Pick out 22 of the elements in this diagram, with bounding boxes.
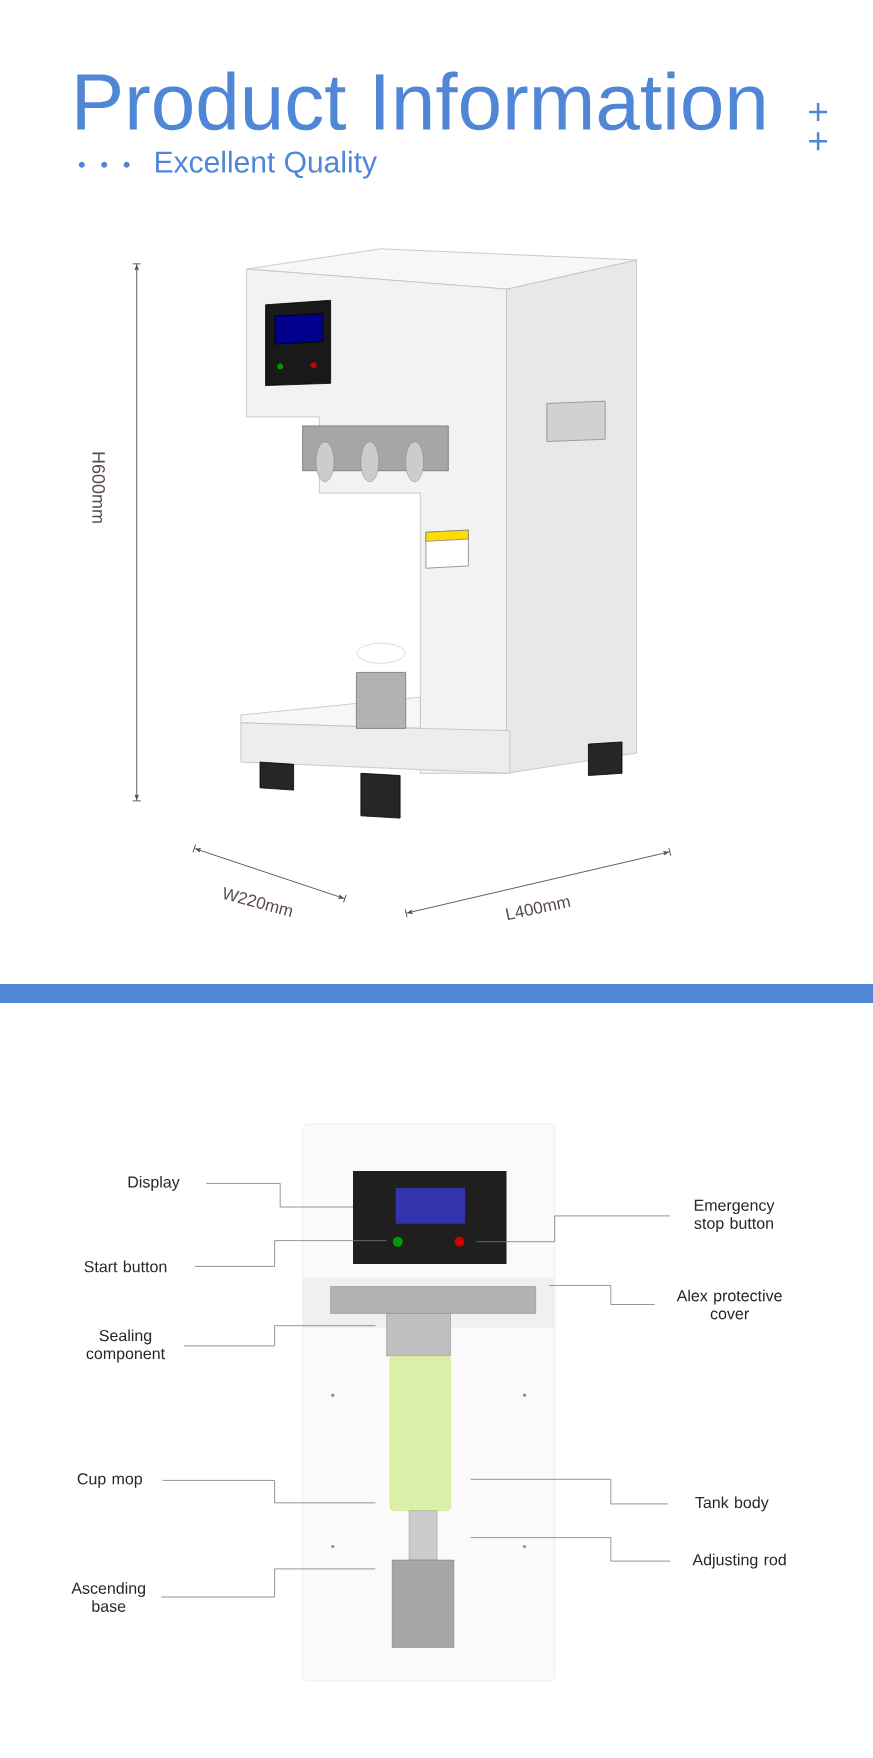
- part-label: Alex protective cover: [676, 1289, 782, 1320]
- leader-line: [205, 1183, 354, 1208]
- part-label: Cup mop: [77, 1473, 142, 1488]
- part-label: Display: [128, 1175, 180, 1191]
- dimension-label: L400mm: [505, 898, 571, 920]
- part-label: Emergency stop button: [694, 1199, 775, 1233]
- subtitle: Excellent Quality: [156, 150, 377, 179]
- leader-line: [470, 1478, 669, 1505]
- leader-line: [475, 1215, 671, 1243]
- leader-line: [160, 1568, 376, 1598]
- dimension-label: H600mm: [92, 452, 105, 523]
- leader-line: [548, 1285, 655, 1305]
- part-label: Ascending base: [71, 1582, 145, 1612]
- part-label: Adjusting rod: [692, 1553, 786, 1569]
- title: Product Information: [77, 71, 764, 131]
- part-label: Sealing component: [86, 1329, 165, 1363]
- leader-line: [183, 1325, 376, 1347]
- leader-line: [162, 1480, 376, 1504]
- leader-line: [470, 1537, 671, 1562]
- part-label: Start button: [84, 1260, 167, 1273]
- part-label: Tank body: [695, 1496, 769, 1512]
- leader-line: [194, 1240, 387, 1267]
